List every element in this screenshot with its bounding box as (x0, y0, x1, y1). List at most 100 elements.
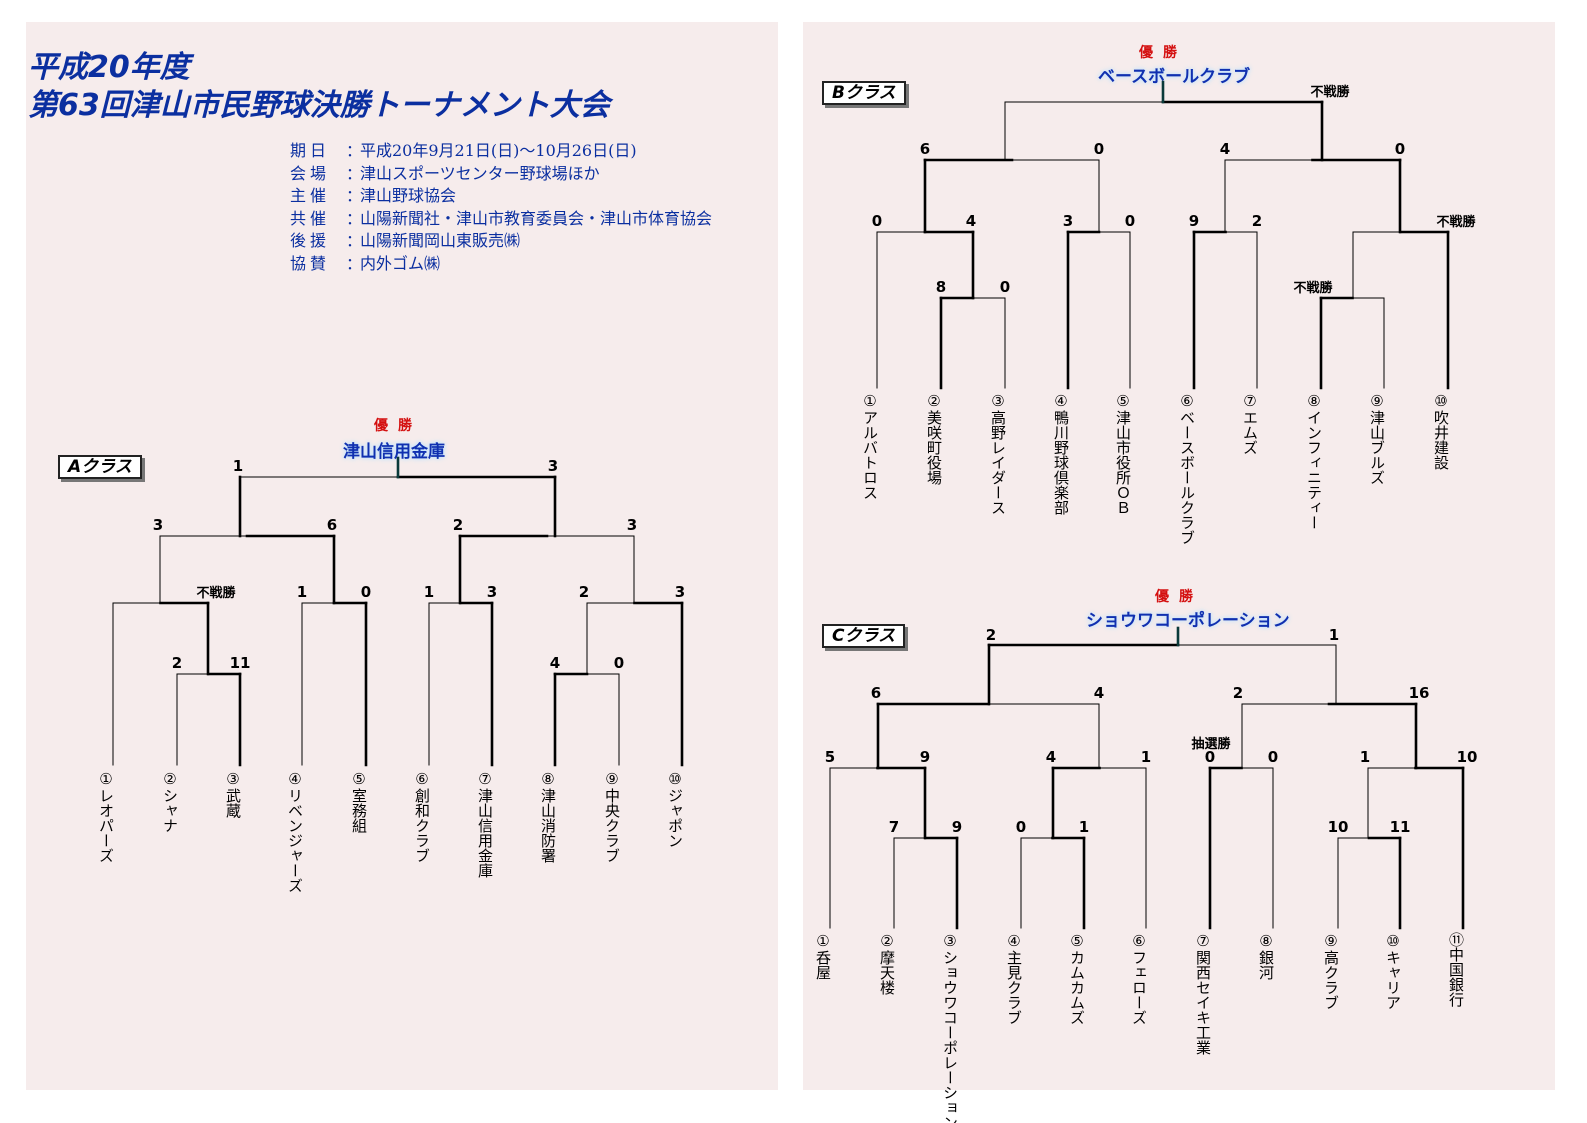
score-label: 0 (1000, 278, 1010, 296)
score-label: 6 (327, 516, 337, 534)
score-label: 9 (920, 748, 930, 766)
right-page (803, 22, 1555, 1090)
team-name: ①レオパーズ (97, 770, 115, 863)
score-label: 4 (1094, 684, 1104, 702)
class-a-label: Aクラス (58, 455, 142, 479)
score-label: 11 (1390, 818, 1411, 836)
score-label: 0 (1125, 212, 1135, 230)
score-label: 6 (920, 140, 930, 158)
team-name: ⑥フェローズ (1130, 932, 1148, 1025)
score-label: 2 (986, 626, 996, 644)
score-label: 1 (297, 583, 307, 601)
team-name: ①呑屋 (814, 932, 832, 980)
score-label: 2 (453, 516, 463, 534)
note-label: 抽選勝 (1191, 736, 1231, 752)
score-label: 1 (1360, 748, 1370, 766)
info-value: 津山スポーツセンター野球場ほか (360, 163, 600, 183)
score-label: 0 (1016, 818, 1026, 836)
info-row-support: 後援：山陽新聞岡山東販売㈱ (290, 230, 712, 253)
class-b-champion: ベースボールクラブ (1098, 67, 1251, 87)
info-row-venue: 会場：津山スポーツセンター野球場ほか (290, 163, 712, 186)
score-label: 2 (1233, 684, 1243, 702)
note-label: 不戦勝 (1293, 280, 1333, 296)
score-label: 1 (424, 583, 434, 601)
score-label: 11 (230, 654, 251, 672)
note-label: 不戦勝 (1436, 214, 1476, 230)
team-name: ③高野レイダース (989, 392, 1007, 515)
info-row-sponsor: 協賛：内外ゴム㈱ (290, 253, 712, 276)
team-name: ②摩天楼 (878, 932, 896, 995)
team-name: ④鴨川野球倶楽部 (1052, 392, 1070, 515)
score-label: 2 (1252, 212, 1262, 230)
team-name: ③武蔵 (224, 770, 242, 819)
team-name: ③ショウワコーポレーション (941, 932, 959, 1123)
score-label: 3 (153, 516, 163, 534)
info-value: 山陽新聞岡山東販売㈱ (360, 231, 521, 251)
score-label: 3 (487, 583, 497, 601)
score-label: 9 (1189, 212, 1199, 230)
score-label: 2 (579, 583, 589, 601)
team-name: ⑦エムズ (1241, 392, 1259, 455)
team-name: ⑨中央クラブ (603, 770, 621, 863)
team-name: ⑤室務組 (350, 770, 368, 833)
team-name: ⑧津山消防署 (539, 770, 557, 863)
score-label: 2 (172, 654, 182, 672)
note-label: 不戦勝 (1310, 84, 1350, 100)
info-key: 主催 (290, 186, 331, 206)
class-c-champion-label: 優勝 (1155, 589, 1203, 605)
score-label: 1 (233, 457, 243, 475)
class-c-label: Cクラス (822, 624, 906, 648)
team-name: ⑤津山市役所ＯＢ (1114, 392, 1132, 515)
score-label: 0 (1268, 748, 1278, 766)
class-a-champion-label: 優勝 (374, 418, 422, 434)
score-label: 1 (1079, 818, 1089, 836)
score-label: 3 (1063, 212, 1073, 230)
info-key: 共催 (290, 208, 331, 228)
team-name: ⑦関西セイキ工業 (1194, 932, 1212, 1055)
score-label: 4 (1046, 748, 1056, 766)
info-value: 山陽新聞社・津山市教育委員会・津山市体育協会 (360, 208, 713, 228)
score-label: 0 (1094, 140, 1104, 158)
left-page (26, 22, 778, 1090)
team-name: ②美咲町役場 (925, 392, 943, 485)
team-name: ⑩キャリア (1384, 932, 1402, 1010)
score-label: 16 (1409, 684, 1430, 702)
score-label: 4 (1220, 140, 1230, 158)
info-key: 後援 (290, 231, 331, 251)
event-info: 期日：平成20年9月21日(日)〜10月26日(日) 会場：津山スポーツセンター… (290, 140, 712, 276)
info-value: 平成20年9月21日(日)〜10月26日(日) (360, 141, 637, 160)
team-name: ⑥創和クラブ (413, 770, 431, 863)
score-label: 0 (614, 654, 624, 672)
score-label: 4 (966, 212, 976, 230)
team-name: ⑥ベースボールクラブ (1178, 392, 1196, 545)
info-key: 会場 (290, 163, 331, 183)
score-label: 0 (1395, 140, 1405, 158)
note-label: 不戦勝 (196, 585, 236, 601)
score-label: 3 (627, 516, 637, 534)
title-year: 平成20年度 (28, 50, 190, 85)
info-value: 内外ゴム㈱ (360, 253, 441, 273)
team-name: ⑩ジャポン (666, 770, 684, 848)
info-row-cohost: 共催：山陽新聞社・津山市教育委員会・津山市体育協会 (290, 208, 712, 231)
team-name: ⑤カムカムズ (1068, 932, 1086, 1025)
class-b-label: Bクラス (822, 81, 906, 105)
score-label: 3 (675, 583, 685, 601)
info-key: 協賛 (290, 253, 331, 273)
score-label: 0 (361, 583, 371, 601)
score-label: 0 (872, 212, 882, 230)
score-label: 4 (550, 654, 560, 672)
team-name: ⑨津山ブルズ (1368, 392, 1386, 485)
team-name: ①アルバトロス (861, 392, 879, 500)
team-name: ⑩吹井建設 (1432, 392, 1450, 470)
info-row-date: 期日：平成20年9月21日(日)〜10月26日(日) (290, 140, 712, 163)
class-a-champion: 津山信用金庫 (343, 442, 445, 462)
info-row-organizer: 主催：津山野球協会 (290, 185, 712, 208)
class-b-champion-label: 優勝 (1139, 45, 1187, 61)
score-label: 0 (1205, 748, 1215, 766)
title-tournament: 第63回津山市民野球決勝トーナメント大会 (28, 88, 610, 123)
info-key: 期日 (290, 141, 331, 160)
score-label: 5 (825, 748, 835, 766)
team-name: ⑦津山信用金庫 (476, 770, 494, 878)
team-name: ②シャナ (161, 770, 179, 833)
